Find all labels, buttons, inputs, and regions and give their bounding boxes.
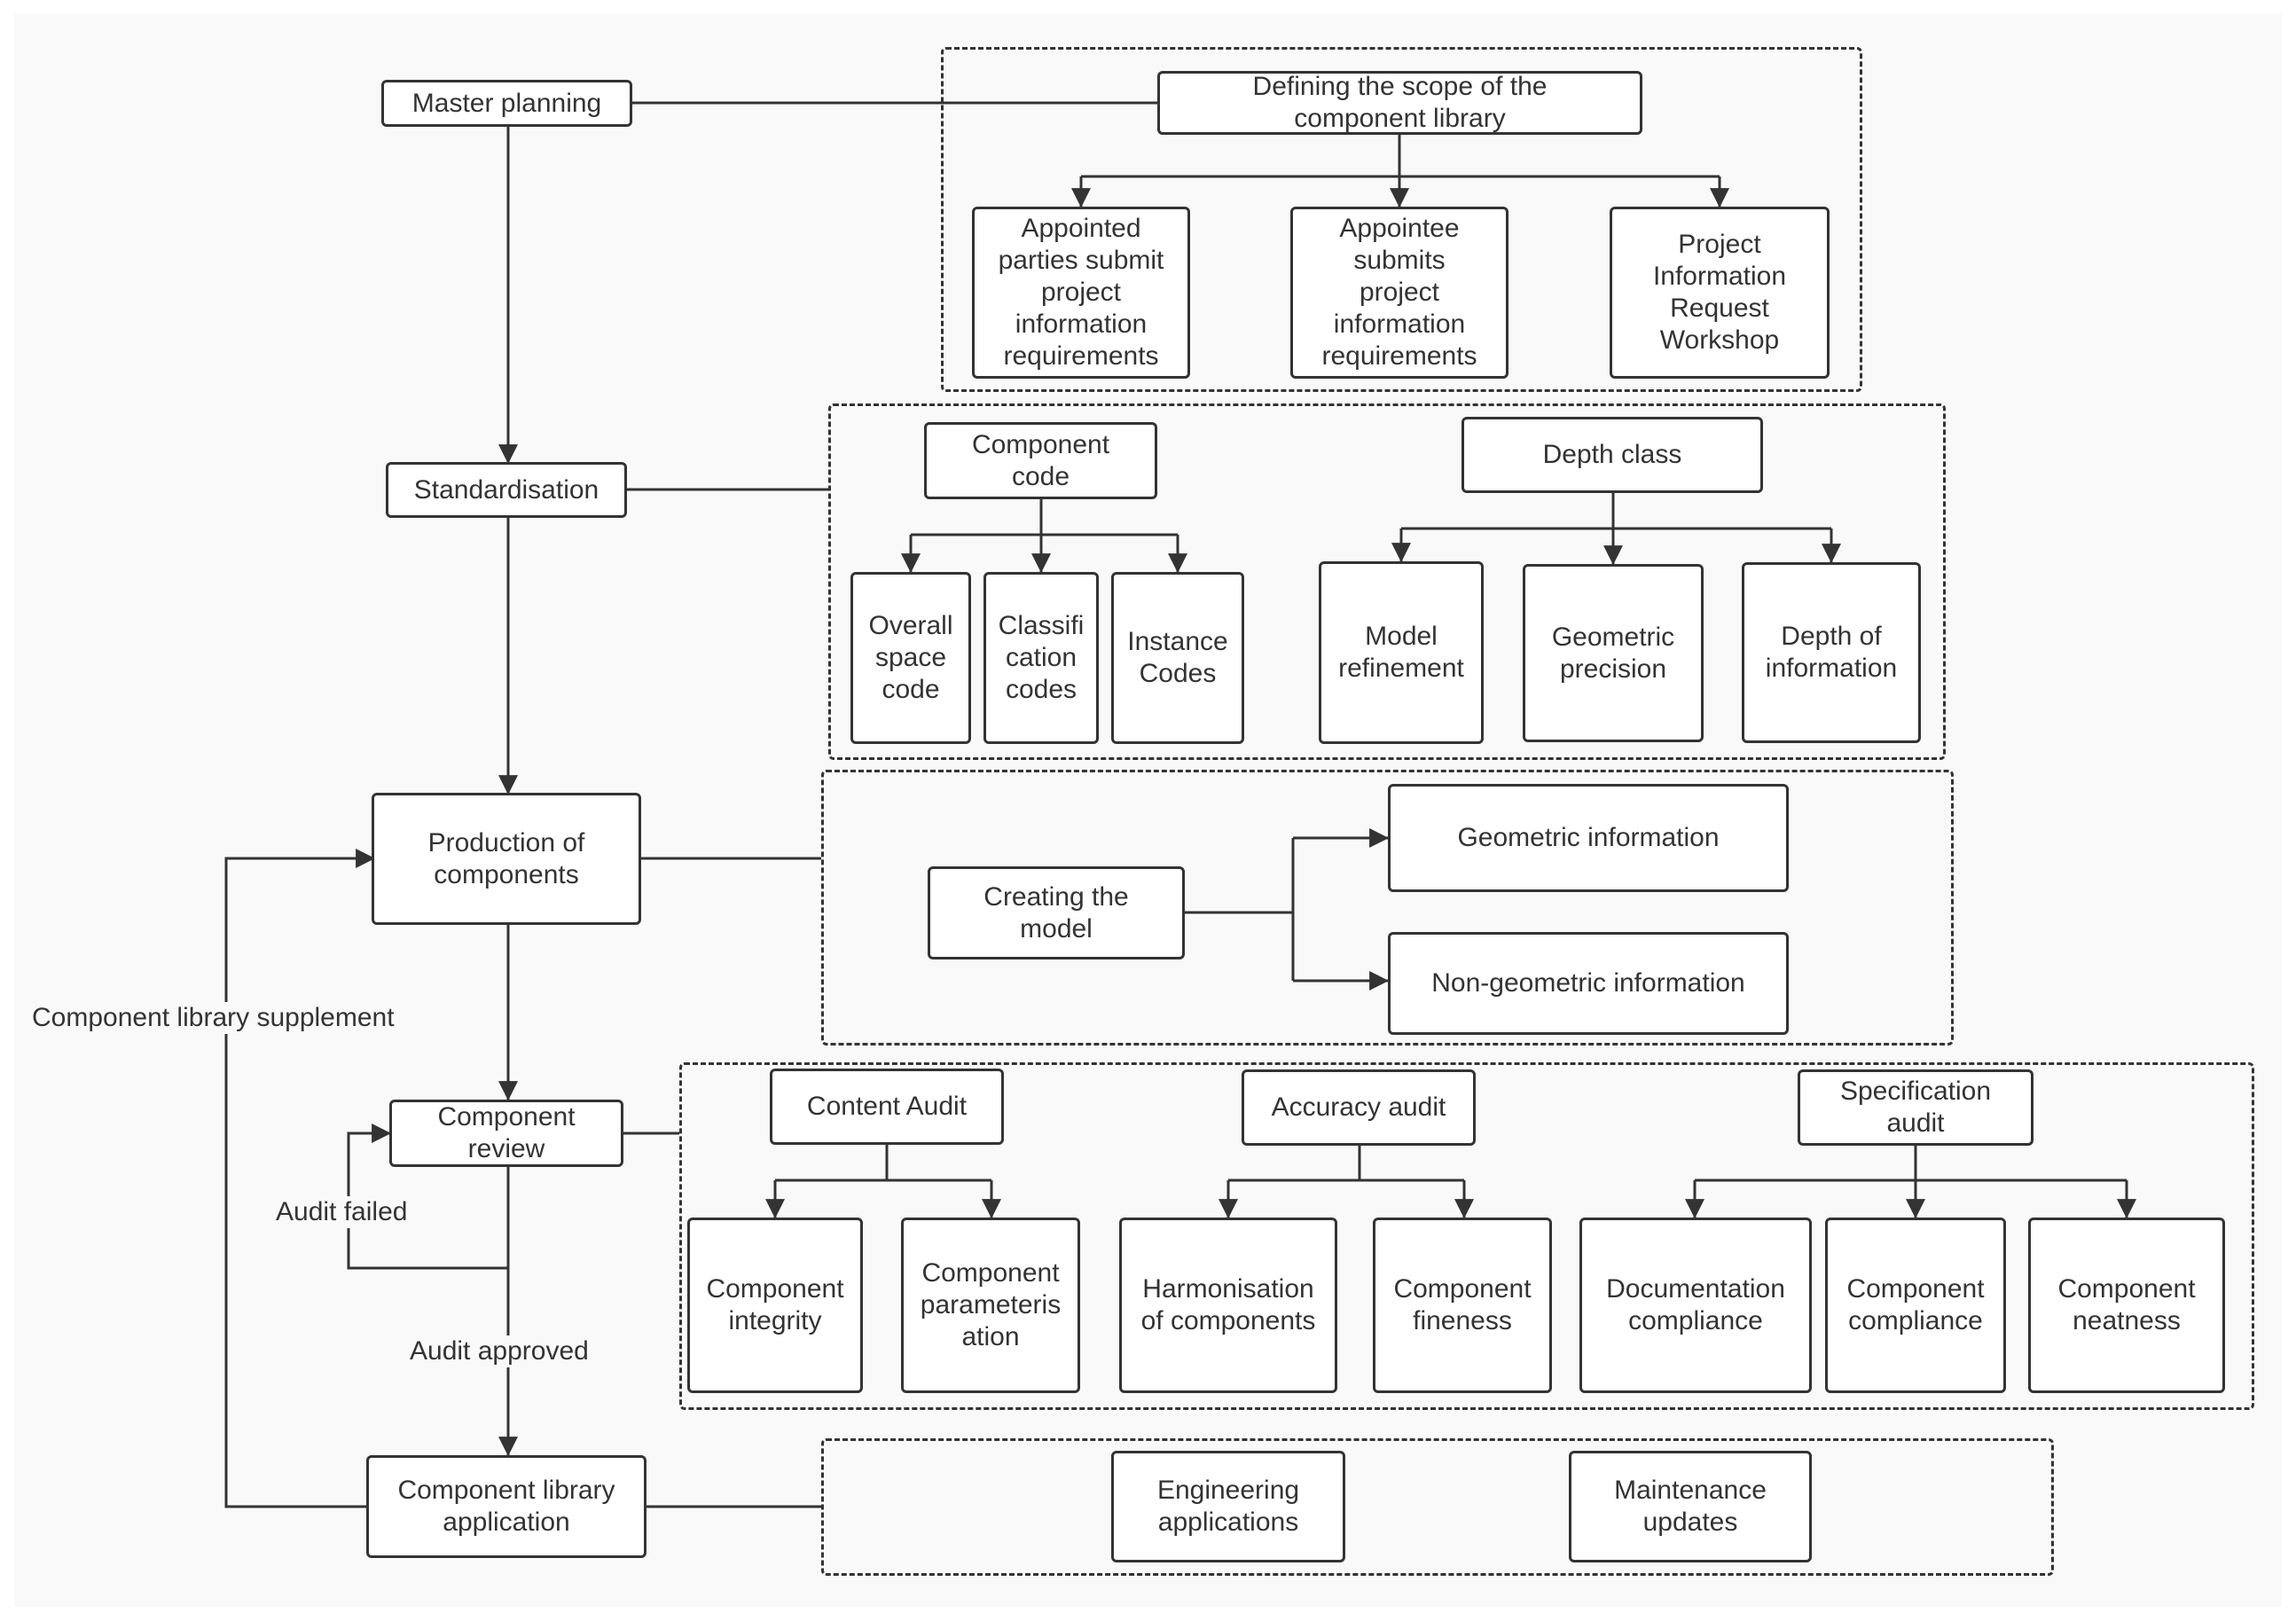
depth-class-node: Depth class bbox=[1461, 417, 1763, 493]
production-group bbox=[821, 770, 1954, 1045]
depth-of-information-node: Depth of information bbox=[1742, 562, 1921, 743]
component-compliance-node: Component compliance bbox=[1825, 1218, 2006, 1393]
component-integrity-node: Component integrity bbox=[687, 1218, 863, 1393]
appointed-parties-node: Appointed parties submit project informa… bbox=[972, 207, 1190, 379]
appointee-node: Appointee submits project information re… bbox=[1290, 207, 1508, 379]
workshop-node: Project Information Request Workshop bbox=[1610, 207, 1830, 379]
standardisation-node: Standardisation bbox=[386, 462, 627, 518]
component-neatness-node: Component neatness bbox=[2028, 1218, 2225, 1393]
component-review-node: Component review bbox=[389, 1100, 623, 1167]
component-code-node: Component code bbox=[924, 422, 1157, 499]
instance-codes-node: Instance Codes bbox=[1111, 572, 1244, 744]
content-audit-node: Content Audit bbox=[770, 1069, 1004, 1145]
label-audit-approved: Audit approved bbox=[410, 1335, 589, 1367]
review-group bbox=[679, 1062, 2254, 1410]
application-group bbox=[821, 1438, 2054, 1576]
geometric-information-node: Geometric information bbox=[1388, 784, 1789, 892]
scope-node: Defining the scope of the component libr… bbox=[1157, 71, 1642, 135]
documentation-compliance-node: Documentation compliance bbox=[1579, 1218, 1812, 1393]
label-component-library-supplement: Component library supplement bbox=[32, 1002, 395, 1034]
production-node: Production of components bbox=[372, 793, 641, 925]
harmonisation-node: Harmonisation of components bbox=[1119, 1218, 1337, 1393]
overall-space-code-node: Overall space code bbox=[850, 572, 971, 744]
specification-audit-node: Specification audit bbox=[1798, 1069, 2033, 1146]
master-planning-node: Master planning bbox=[381, 80, 632, 127]
model-refinement-node: Model refinement bbox=[1319, 561, 1484, 744]
component-parameterisation-node: Component parameteris ation bbox=[901, 1218, 1080, 1393]
non-geometric-information-node: Non-geometric information bbox=[1388, 932, 1789, 1035]
planning-group bbox=[941, 47, 1862, 392]
geometric-precision-node: Geometric precision bbox=[1523, 564, 1704, 742]
component-library-application-node: Component library application bbox=[366, 1455, 646, 1558]
engineering-applications-node: Engineering applications bbox=[1111, 1451, 1345, 1562]
creating-model-node: Creating the model bbox=[928, 866, 1185, 959]
maintenance-updates-node: Maintenance updates bbox=[1569, 1451, 1812, 1562]
classification-codes-node: Classifi cation codes bbox=[983, 572, 1099, 744]
supplement-loop bbox=[224, 849, 376, 1508]
component-fineness-node: Component fineness bbox=[1373, 1218, 1552, 1393]
label-audit-failed: Audit failed bbox=[276, 1196, 408, 1228]
standardisation-group bbox=[828, 403, 1946, 760]
accuracy-audit-node: Accuracy audit bbox=[1242, 1069, 1476, 1146]
